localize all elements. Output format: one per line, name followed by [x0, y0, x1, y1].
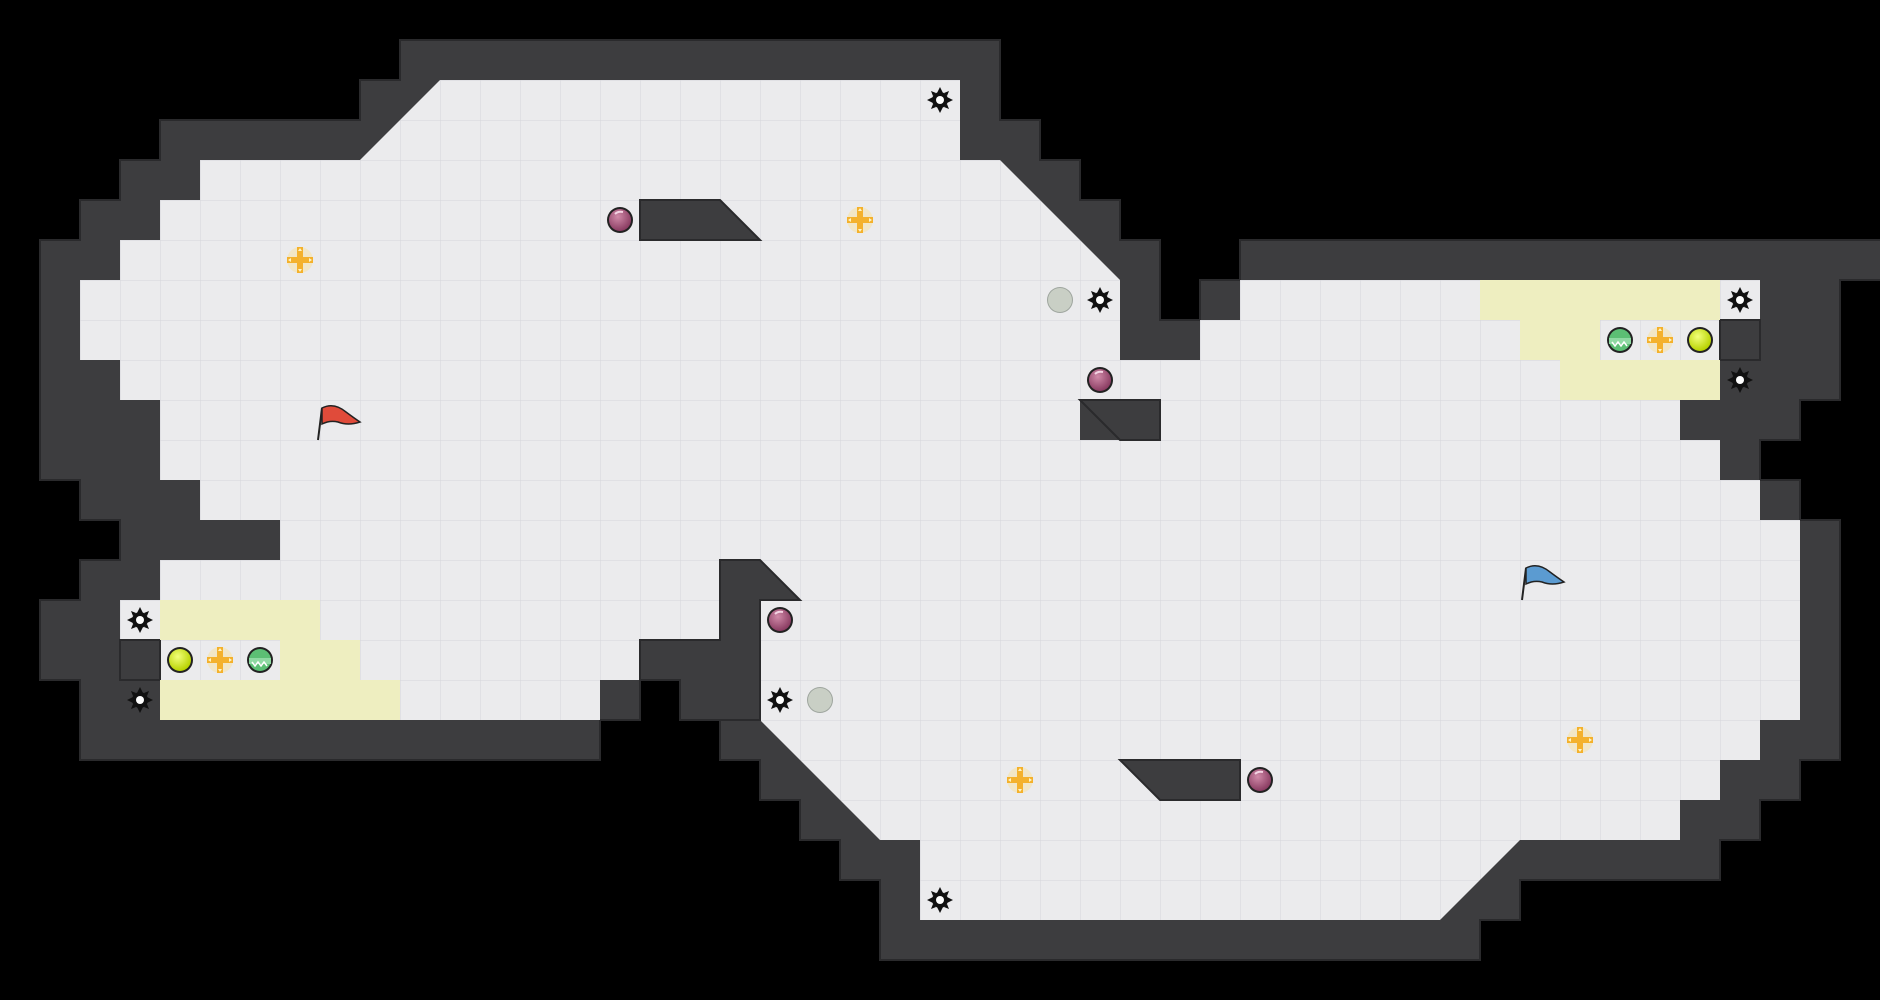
boost-icon: [847, 207, 873, 233]
boost-icon: [287, 247, 313, 273]
boost-icon: [207, 647, 233, 673]
red-base: [160, 600, 400, 720]
powerup-icon: [1687, 327, 1713, 353]
red-flag-icon: [317, 405, 362, 441]
bomb-icon: [1246, 766, 1274, 794]
boost-icon: [1567, 727, 1593, 753]
bomb-icon: [606, 206, 634, 234]
blue-base: [1480, 280, 1720, 400]
portal-icon: [1606, 326, 1634, 354]
bomb-icon: [766, 606, 794, 634]
boost-icon: [1647, 327, 1673, 353]
interior-walls: [119, 199, 1761, 801]
boost-icon: [1007, 767, 1033, 793]
bomb-icon: [1086, 366, 1114, 394]
button-icon: [1047, 287, 1073, 313]
floor: [80, 80, 1800, 920]
portal-icon: [246, 646, 274, 674]
powerup-icon: [167, 647, 193, 673]
blue-flag-icon: [1521, 565, 1566, 601]
button-icon: [807, 687, 833, 713]
